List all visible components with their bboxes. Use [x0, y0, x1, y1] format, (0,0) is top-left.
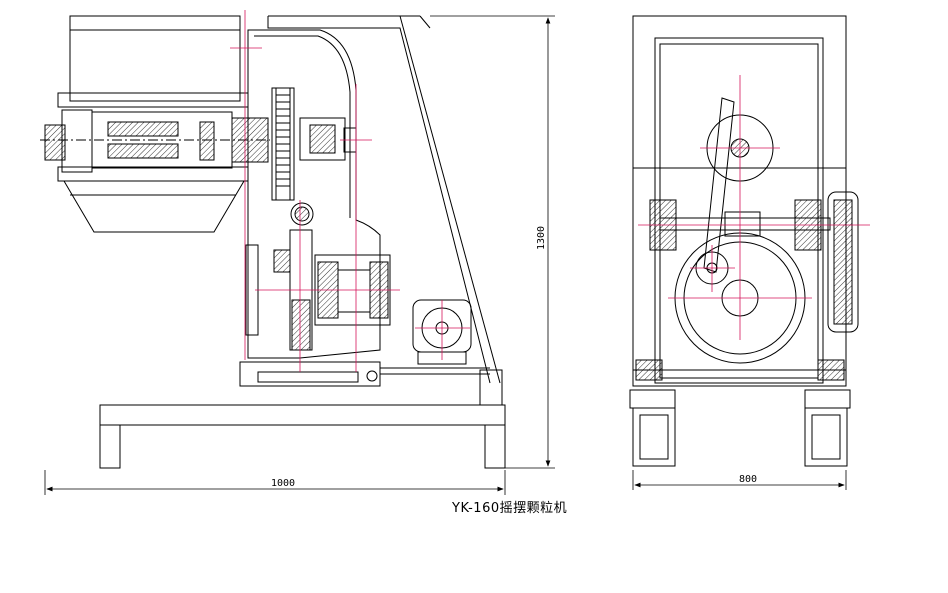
- side-frame: [99, 15, 506, 469]
- gear-housing: [245, 29, 381, 359]
- drive-shaft: [289, 229, 391, 351]
- front-center-lines: [638, 75, 870, 340]
- side-center-lines: [230, 10, 470, 372]
- front-mechanism: [635, 97, 859, 381]
- dimension-height-label: 1300: [536, 226, 547, 250]
- rotor-assembly: [40, 109, 270, 173]
- dimension-front-width-label: 800: [739, 474, 757, 485]
- side-view: [40, 10, 506, 469]
- drawing-caption: YK-160摇摆颗粒机: [452, 501, 568, 516]
- motor: [380, 299, 490, 375]
- large-gear: [271, 87, 295, 201]
- dimension-lines: [44, 15, 847, 495]
- front-view: [629, 15, 870, 467]
- dimension-side-width-label: 1000: [271, 478, 295, 489]
